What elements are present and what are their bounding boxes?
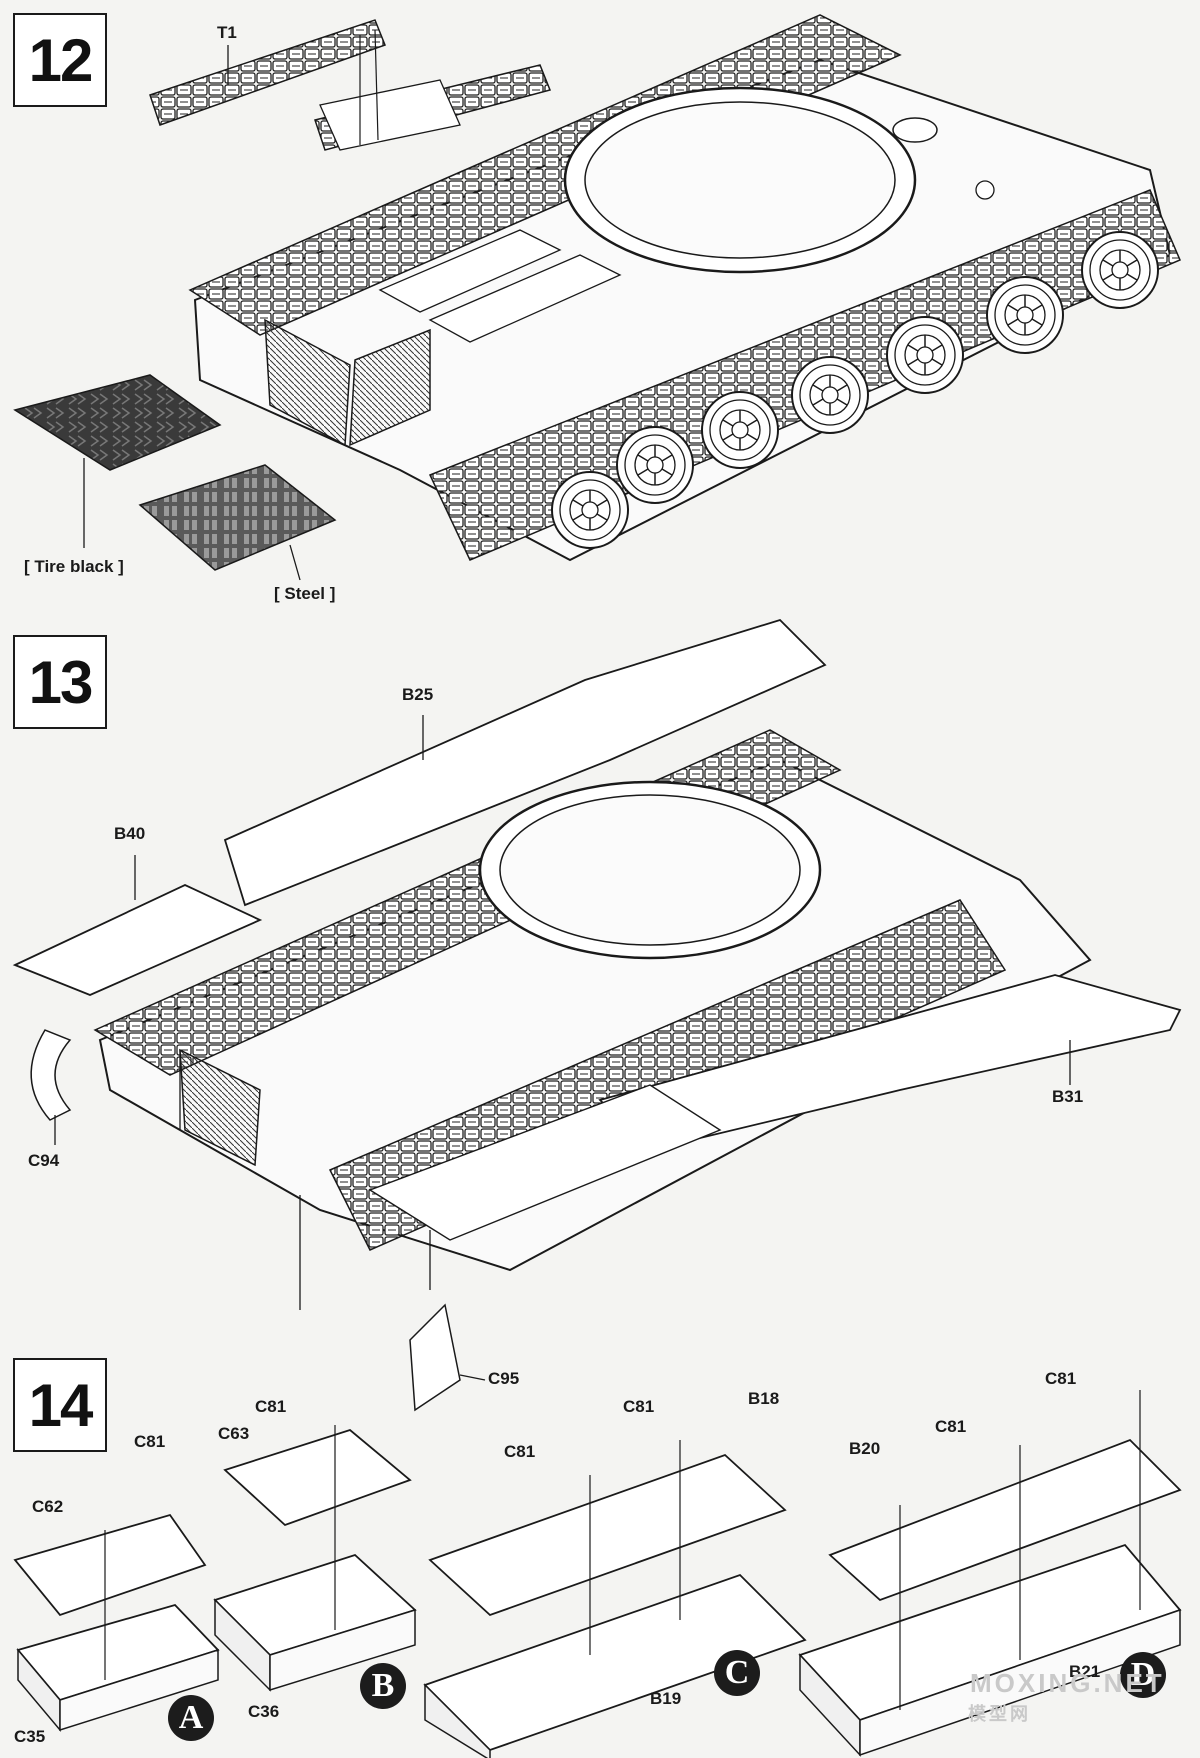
part-c95-label: C95 <box>488 1369 520 1388</box>
paint-tire-black-label: [ Tire black ] <box>24 557 124 576</box>
box-a-body-label: C35 <box>14 1727 46 1746</box>
part-b31-label: B31 <box>1052 1087 1084 1106</box>
step13-diagram <box>12 618 1182 1412</box>
watermark-cjk: 模型网 <box>968 1704 1031 1724</box>
box-a-handle-label: C81 <box>134 1432 166 1451</box>
part-c94-label: C94 <box>28 1151 60 1170</box>
box-b-body-label: C36 <box>248 1702 280 1721</box>
step-number-12: 12 <box>13 13 107 107</box>
paint-steel-label: [ Steel ] <box>274 584 336 603</box>
box-d-lid-label: B20 <box>849 1439 881 1458</box>
box-c-handle-label-1: C81 <box>504 1442 536 1461</box>
box-d-handle-label-1: C81 <box>935 1417 967 1436</box>
step-number-13: 13 <box>13 635 107 729</box>
step14-diagram <box>13 1390 1182 1758</box>
part-b25-label: B25 <box>402 685 434 704</box>
step12-diagram <box>13 14 1181 581</box>
box-a-lid-label: C62 <box>32 1497 64 1516</box>
box-a-badge: A <box>168 1695 214 1741</box>
box-d-body-label: B21 <box>1069 1662 1101 1681</box>
box-c-lid-label: B18 <box>748 1389 780 1408</box>
box-c-body-label: B19 <box>650 1689 682 1708</box>
box-b-lid-label: C63 <box>218 1424 250 1443</box>
box-b-handle-label: C81 <box>255 1397 287 1416</box>
box-d-badge: D <box>1120 1652 1166 1698</box>
watermark-latin: MOXING.NET <box>970 1668 1165 1698</box>
box-b-badge: B <box>360 1663 406 1709</box>
part-b40-label: B40 <box>114 824 146 843</box>
track-part-label: T1 <box>217 23 237 42</box>
box-c-badge: C <box>714 1650 760 1696</box>
step-number-14: 14 <box>13 1358 107 1452</box>
box-d-handle-label-2: C81 <box>1045 1369 1077 1388</box>
box-c-handle-label-2: C81 <box>623 1397 655 1416</box>
